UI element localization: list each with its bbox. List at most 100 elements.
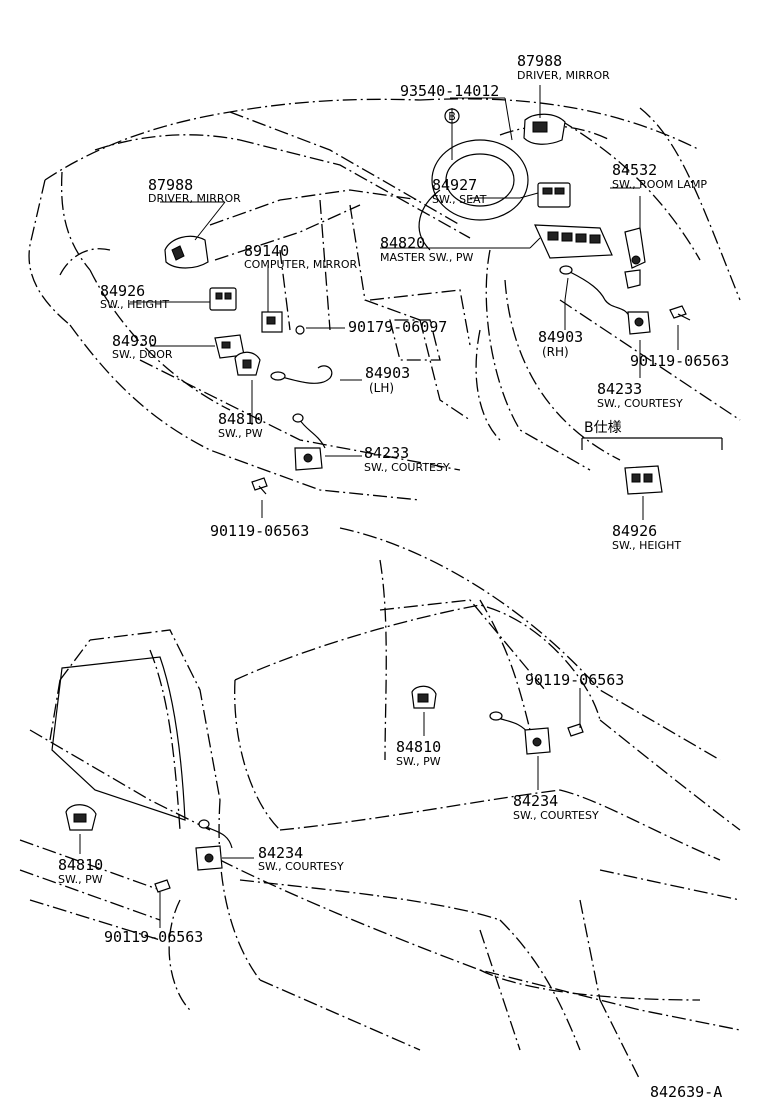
callout-c8: 84926 SW., HEIGHT [100, 282, 169, 311]
callout-c2: 93540-14012 [400, 82, 499, 100]
master-pw-switch-part [534, 224, 613, 259]
callout-c13: 90119-06563 [630, 352, 729, 370]
clip-90179-part [295, 325, 305, 335]
callout-c23: 84810 SW., PW [58, 856, 103, 886]
part-number: 84234 [258, 844, 303, 862]
callout-c18: 84926 SW., HEIGHT [612, 522, 681, 552]
figure-id: 842639-A [650, 1083, 722, 1101]
part-number: 84532 [612, 161, 657, 179]
marker-letter: B [448, 110, 456, 123]
part-number: 89140 [244, 242, 289, 260]
variant-title: B仕様 [584, 420, 622, 436]
bolt-rear-left-part [154, 879, 171, 893]
part-number: 90179-06097 [348, 318, 447, 336]
callout-c3: 87988 DRIVER, MIRROR [517, 52, 610, 82]
part-number: 90119-06563 [104, 928, 203, 946]
part-number: 84810 [218, 410, 263, 428]
part-number: 84233 [597, 380, 642, 398]
pw-switch-rear-right-part [411, 685, 437, 709]
part-label: MASTER SW., PW [380, 251, 474, 264]
part-label: SW., PW [58, 873, 103, 886]
callout-c15: 84810 SW., PW [218, 410, 263, 440]
callout-c9: 90179-06097 [348, 318, 447, 336]
front-parts [164, 113, 691, 495]
lh-bolt-part [251, 477, 268, 495]
marker-b: B [444, 108, 460, 124]
mirror-switch-right-part [523, 113, 566, 145]
part-label: SW., PW [396, 755, 441, 768]
part-number: 84810 [396, 738, 441, 756]
part-number: 87988 [517, 52, 562, 70]
rh-wire-part [569, 271, 631, 319]
mirror-computer-part [261, 311, 283, 333]
callout-c14: 84233 SW., COURTESY [597, 380, 683, 410]
part-label: SW., HEIGHT [100, 298, 169, 311]
part-label: SW., COURTESY [364, 461, 450, 474]
callout-c6: 89140 COMPUTER, MIRROR [244, 242, 357, 271]
part-number: 84926 [100, 282, 145, 300]
rear-leader-lines [79, 688, 581, 928]
part-number: 84930 [112, 332, 157, 350]
callout-c22: 84234 SW., COURTESY [258, 844, 344, 873]
lh-courtesy-switch-part [294, 447, 323, 471]
seat-switch-part [537, 182, 571, 208]
part-number: 84234 [513, 792, 558, 810]
part-label: COMPUTER, MIRROR [244, 258, 357, 271]
front-leader-lines [130, 85, 679, 518]
part-label: SW., COURTESY [258, 860, 344, 873]
part-label: SW., HEIGHT [612, 539, 681, 552]
callout-c17: 90119-06563 [210, 522, 309, 540]
rear-car-outline [19, 527, 741, 1081]
part-number: 90119-06563 [210, 522, 309, 540]
part-number: 84233 [364, 444, 409, 462]
lh-wire-part [277, 365, 333, 384]
callout-c21: 84234 SW., COURTESY [513, 792, 599, 822]
callout-c12: 84903 (LH) [365, 364, 410, 395]
callout-c5: 84532 SW., ROOM LAMP [612, 161, 707, 191]
part-label: SW., PW [218, 427, 263, 440]
part-number: 84926 [612, 522, 657, 540]
part-label: DRIVER, MIRROR [517, 69, 610, 82]
part-label: SW., COURTESY [597, 397, 683, 410]
room-lamp-switch-part [624, 227, 646, 289]
part-label: SW., COURTESY [513, 809, 599, 822]
courtesy-switch-rear-right-part [524, 727, 551, 755]
part-label: DRIVER, MIRROR [148, 192, 241, 205]
rear-parts [65, 685, 584, 893]
height-switch-variant-part [624, 465, 663, 495]
height-switch-left-part [209, 287, 237, 311]
pw-switch-front-part [234, 351, 261, 376]
part-number: 84903 [365, 364, 410, 382]
rh-courtesy-switch-part [627, 311, 651, 335]
callout-c24: 90119-06563 [104, 928, 203, 946]
part-label: SW., SEAT [432, 193, 487, 206]
part-number: 84927 [432, 176, 477, 194]
callout-c11: 84903 (RH) [538, 328, 583, 359]
part-number: 93540-14012 [400, 82, 499, 100]
part-label: (RH) [542, 345, 569, 359]
callout-c19: 90119-06563 [525, 671, 624, 689]
variant-box: B仕様 [581, 420, 723, 520]
rh-bolt-part [669, 305, 691, 321]
bolt-rear-right-part [567, 723, 584, 737]
part-number: 87988 [148, 176, 193, 194]
callout-c4: 84927 SW., SEAT [432, 176, 487, 206]
part-number: 84820 [380, 234, 425, 252]
callout-c1: 87988 DRIVER, MIRROR [148, 176, 241, 205]
callout-c7: 84820 MASTER SW., PW [380, 234, 474, 264]
callout-c10: 84930 SW., DOOR [112, 332, 173, 361]
callout-c20: 84810 SW., PW [396, 738, 441, 768]
part-label: SW., ROOM LAMP [612, 178, 707, 191]
part-label: SW., DOOR [112, 348, 173, 361]
part-number: 90119-06563 [630, 352, 729, 370]
callout-c16: 84233 SW., COURTESY [364, 444, 450, 474]
part-label: (LH) [369, 381, 394, 395]
front-car-outline [28, 98, 741, 501]
mirror-switch-left-part [164, 235, 209, 269]
part-number: 84810 [58, 856, 103, 874]
courtesy-switch-rear-left-part [195, 845, 223, 871]
pw-switch-rear-left-part [65, 804, 97, 831]
part-number: 90119-06563 [525, 671, 624, 689]
part-number: 84903 [538, 328, 583, 346]
